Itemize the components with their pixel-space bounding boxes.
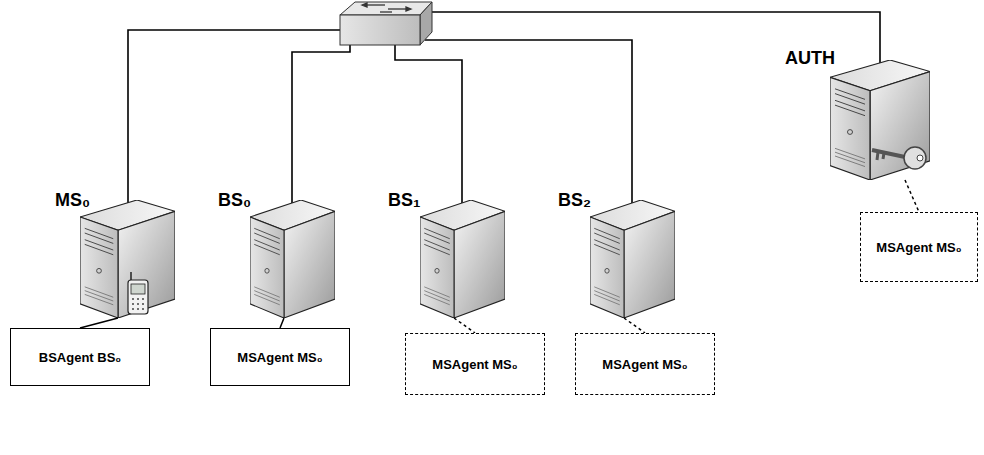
phone-icon <box>128 272 148 314</box>
agent-link <box>624 318 645 333</box>
agent-link <box>905 180 919 212</box>
agent-box: MSAgent MS₀ <box>405 333 545 395</box>
agent-label: MSAgent MS₀ <box>432 357 517 372</box>
server-icon <box>830 60 930 180</box>
agent-link <box>280 318 284 328</box>
server-icon <box>80 200 175 318</box>
agent-link <box>454 318 475 333</box>
server-node: BS₀ <box>218 190 335 318</box>
agent-label: MSAgent MS₀ <box>602 357 687 372</box>
server-node: AUTH <box>785 48 930 180</box>
agent-label: MSAgent MS₀ <box>876 240 961 255</box>
agent-box: MSAgent MS₀ <box>575 333 715 395</box>
server-node: MS₀ <box>55 190 180 318</box>
agent-link <box>80 318 118 328</box>
agent-box: BSAgent BS₀ <box>10 328 150 386</box>
agent-label: MSAgent MS₀ <box>237 350 322 365</box>
server-label: MS₀ <box>55 190 90 210</box>
server-node: BS₁ <box>388 190 505 318</box>
server-node: BS₂ <box>558 190 675 318</box>
server-label: BS₀ <box>218 190 251 210</box>
agent-box: MSAgent MS₀ <box>860 212 978 282</box>
agent-label: BSAgent BS₀ <box>39 350 121 365</box>
network-switch <box>340 2 432 45</box>
server-label: BS₂ <box>558 190 591 210</box>
server-label: BS₁ <box>388 190 420 210</box>
server-icon <box>590 200 675 318</box>
key-icon <box>872 147 926 169</box>
server-icon <box>250 200 335 318</box>
agent-box: MSAgent MS₀ <box>210 328 350 386</box>
server-icon <box>420 200 505 318</box>
network-wires <box>128 12 880 203</box>
server-label: AUTH <box>785 48 835 68</box>
